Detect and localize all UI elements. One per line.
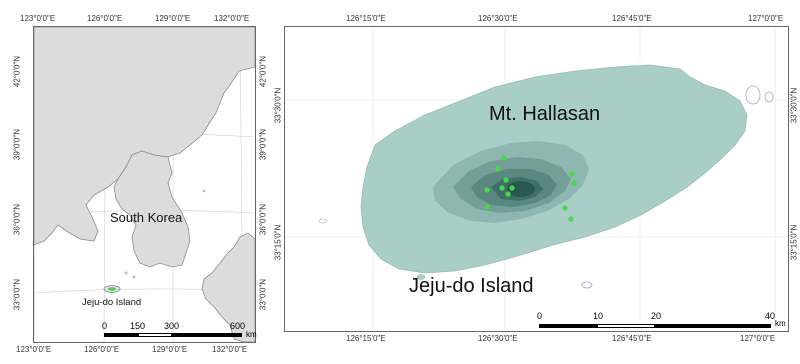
islet: [318, 218, 328, 224]
tick-label: 33°30'0"N: [273, 87, 283, 124]
jeju-island-label-small: Jeju-do Island: [82, 297, 142, 308]
tick-label: 126°45'0"E: [612, 14, 652, 23]
small-island: [124, 271, 128, 275]
tick-label: 33°15'0"N: [273, 224, 283, 261]
tick-label: 132°0'0"E: [214, 14, 250, 23]
tick-label: 42°0'0"N: [12, 55, 22, 88]
scale-label-40: 40: [765, 311, 776, 321]
detail-scale-bar: 0 10 20 40 km: [535, 311, 786, 331]
small-island: [202, 189, 206, 193]
sample-point: [569, 171, 575, 177]
sample-point: [503, 177, 509, 183]
tick-label: 36°0'0"N: [258, 203, 268, 236]
tick-label: 36°0'0"N: [12, 203, 22, 236]
islet: [745, 85, 761, 105]
tick-label: 129°0'0"E: [155, 14, 191, 23]
sample-point: [501, 155, 507, 161]
tick-label: 123°0'0"E: [20, 14, 56, 23]
scale-segment-2: [597, 324, 655, 328]
tick-label: 123°0'0"E: [16, 345, 52, 354]
islet: [764, 91, 774, 103]
tick-label: 126°15'0"E: [346, 14, 386, 23]
tick-label: 33°30'0"N: [789, 87, 799, 124]
small-island: [132, 275, 136, 279]
jeju-island-label-large: Jeju-do Island: [409, 275, 534, 297]
regional-map-svg: [33, 26, 256, 343]
scale-label-150: 150: [130, 321, 146, 331]
sample-points: [484, 155, 577, 222]
jeju-detail-map-svg: [285, 27, 788, 331]
hallasan-summit-zone: [507, 181, 535, 197]
scale-label-0: 0: [537, 311, 543, 321]
japan-landmass: [201, 232, 256, 343]
scale-segment-1: [104, 333, 138, 337]
tick-label: 126°30'0"E: [478, 334, 518, 343]
scale-label-0: 0: [102, 321, 108, 331]
regional-map-panel: South Korea Jeju-do Island 0 150 300 600…: [33, 26, 257, 343]
scale-label-10: 10: [593, 311, 604, 321]
south-korea-label: South Korea: [110, 210, 183, 225]
sample-point: [505, 191, 511, 197]
tick-label: 127°0'0"E: [748, 14, 784, 23]
scale-unit: km: [775, 319, 786, 328]
scale-segment-3: [655, 324, 771, 328]
tick-label: 126°30'0"E: [478, 14, 518, 23]
tick-label: 127°0'0"E: [740, 334, 776, 343]
sample-point: [484, 204, 490, 210]
sample-point: [568, 216, 574, 222]
scale-segment-1: [539, 324, 597, 328]
tick-label: 132°0'0"E: [212, 345, 248, 354]
jeju-study-area-marker: [108, 287, 116, 291]
tick-label: 126°0'0"E: [84, 345, 120, 354]
tick-label: 129°0'0"E: [152, 345, 188, 354]
scale-unit: km: [246, 330, 257, 339]
scale-segment-2: [138, 333, 172, 337]
tick-label: 126°15'0"E: [346, 334, 386, 343]
mt-hallasan-label: Mt. Hallasan: [489, 103, 601, 125]
regional-scale-bar: 0 150 300 600 km: [94, 321, 257, 342]
islet: [581, 281, 593, 289]
tick-label: 33°0'0"N: [12, 278, 22, 311]
tick-label: 33°15'0"N: [789, 224, 799, 261]
sample-point: [562, 205, 568, 211]
sample-point: [495, 166, 501, 172]
sample-point: [571, 180, 577, 186]
scale-segment-3: [172, 333, 242, 337]
tick-label: 126°0'0"E: [87, 14, 123, 23]
tick-label: 39°0'0"N: [12, 128, 22, 161]
scale-label-600: 600: [230, 321, 246, 331]
islet: [416, 274, 426, 280]
scale-label-300: 300: [164, 321, 180, 331]
tick-label: 126°45'0"E: [612, 334, 652, 343]
sample-point: [499, 185, 505, 191]
sample-point: [484, 187, 490, 193]
sample-point: [509, 185, 515, 191]
tick-label: 33°0'0"N: [258, 278, 268, 311]
tick-label: 39°0'0"N: [258, 128, 268, 161]
tick-label: 42°0'0"N: [258, 55, 268, 88]
scale-label-20: 20: [651, 311, 662, 321]
korean-peninsula-landmass: [113, 150, 191, 268]
jeju-detail-map-panel: Mt. Hallasan Jeju-do Island 0 10 20 40 k…: [284, 26, 789, 332]
